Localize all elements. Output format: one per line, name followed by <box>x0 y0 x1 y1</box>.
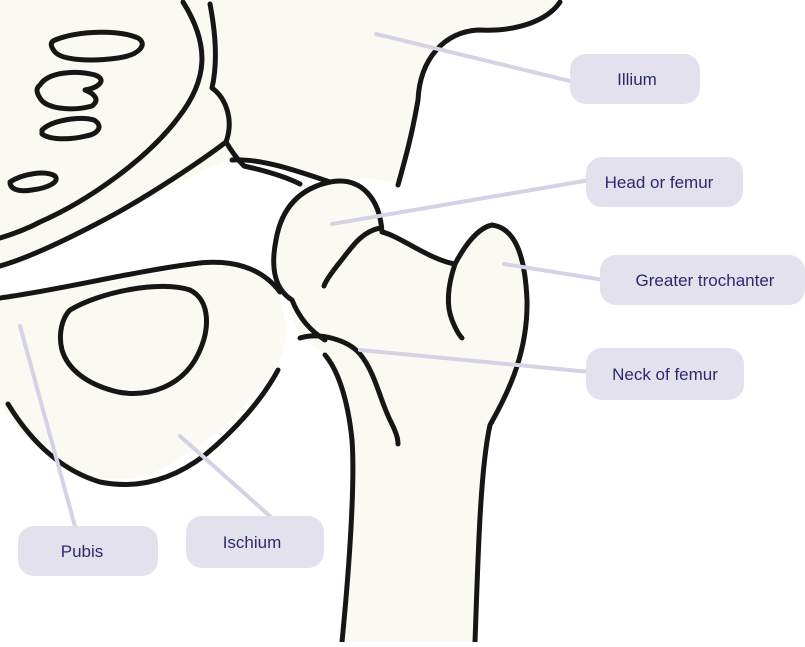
label-ischium: Ischium <box>186 516 324 568</box>
label-neck-femur: Neck of femur <box>586 348 744 400</box>
label-illium-text: Illium <box>617 70 657 89</box>
label-head-femur: Head or femur <box>586 157 743 207</box>
femur-shape <box>274 181 527 642</box>
leader-ischium <box>180 436 272 518</box>
label-neck-femur-text: Neck of femur <box>612 365 718 384</box>
label-greater-trochanter-text: Greater trochanter <box>636 271 775 290</box>
label-greater-trochanter: Greater trochanter <box>600 255 805 305</box>
label-head-femur-text: Head or femur <box>605 173 714 192</box>
label-pubis-text: Pubis <box>61 542 104 561</box>
label-pubis: Pubis <box>18 526 158 576</box>
label-illium: Illium <box>570 54 700 104</box>
label-ischium-text: Ischium <box>223 533 282 552</box>
